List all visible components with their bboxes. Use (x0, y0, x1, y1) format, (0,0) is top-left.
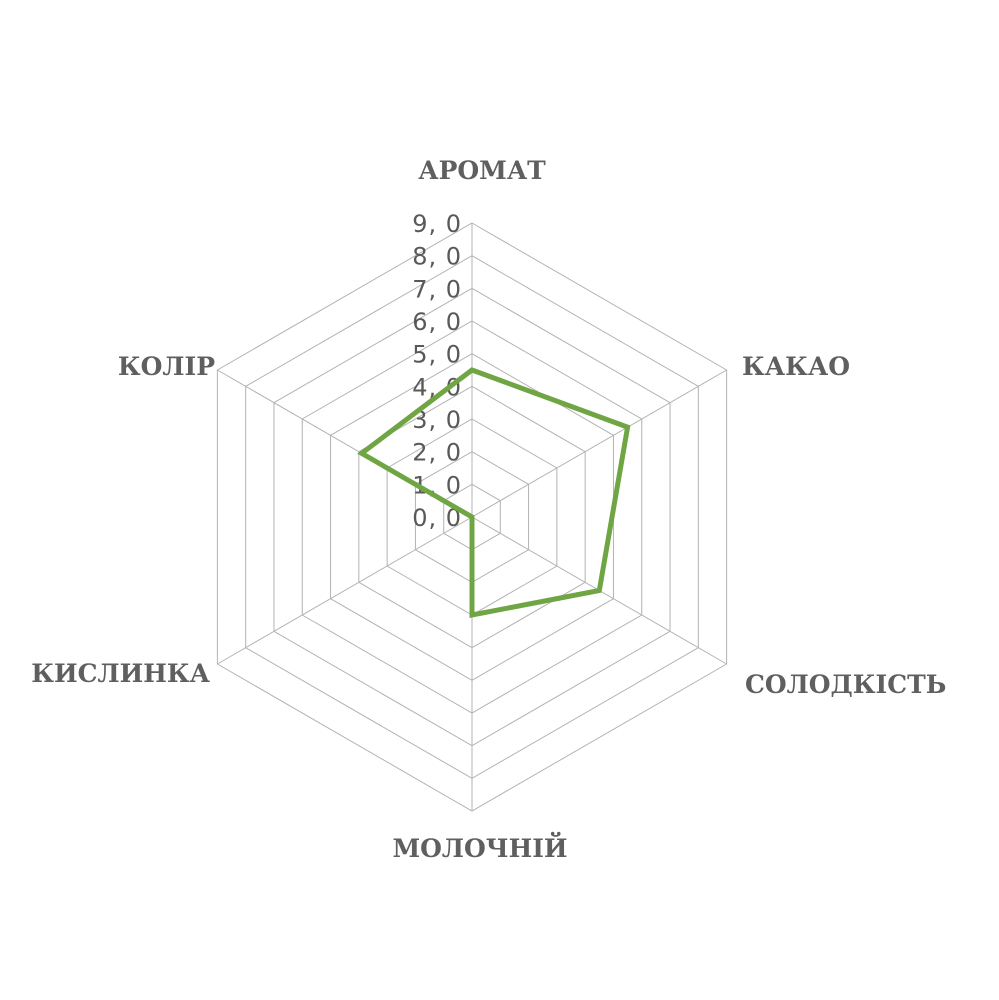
tick-label: 2, 0 (412, 439, 462, 467)
category-label: СОЛОДКІСТЬ (745, 670, 946, 699)
tick-label: 8, 0 (412, 243, 462, 271)
category-label: КИСЛИНКА (31, 659, 210, 688)
category-label: КАКАО (742, 352, 850, 381)
grid-spoke (471, 369, 727, 518)
grid-spoke (217, 516, 473, 665)
tick-label: 6, 0 (412, 308, 462, 336)
series-line (357, 367, 631, 619)
category-label: КОЛІР (118, 352, 215, 381)
tick-label: 5, 0 (412, 341, 462, 369)
category-label: МОЛОЧНІЙ (392, 832, 567, 863)
tick-label: 9, 0 (412, 210, 462, 238)
category-label: АРОМАТ (418, 156, 546, 185)
tick-label: 7, 0 (412, 275, 462, 303)
